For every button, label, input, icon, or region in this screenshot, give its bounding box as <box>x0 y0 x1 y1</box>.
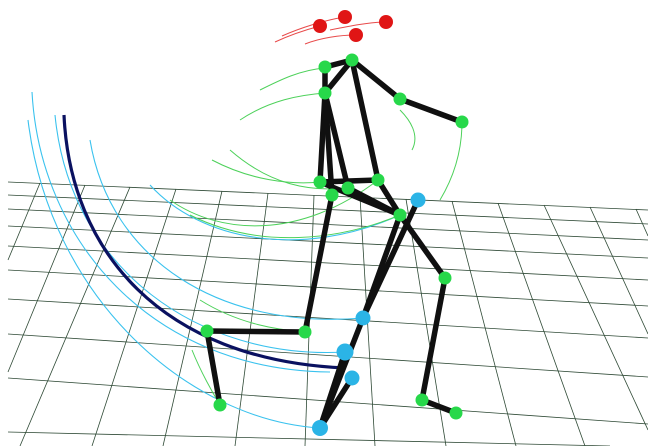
club-marker[interactable] <box>312 420 328 436</box>
grid-line <box>7 333 648 378</box>
head-markers <box>313 10 393 42</box>
joint-marker[interactable] <box>371 173 385 187</box>
joint-marker[interactable] <box>393 208 407 222</box>
body-trail <box>239 92 326 121</box>
joint-marker[interactable] <box>298 325 312 339</box>
joint-marker[interactable] <box>438 271 452 285</box>
joint-marker[interactable] <box>449 406 463 420</box>
grid-line <box>19 186 131 446</box>
bone <box>302 192 335 335</box>
club-marker[interactable] <box>410 192 426 208</box>
body-trail <box>399 109 416 151</box>
grid-line <box>451 200 517 446</box>
joint-marker[interactable] <box>325 188 339 202</box>
bone <box>322 90 351 191</box>
grid-line <box>7 184 86 373</box>
body-trail <box>259 67 326 91</box>
joint-marker[interactable] <box>415 393 429 407</box>
club-trail <box>54 114 346 354</box>
bone <box>419 275 448 403</box>
grid-line <box>543 204 648 431</box>
bone <box>317 349 348 431</box>
grid-line <box>497 202 586 446</box>
bone <box>204 328 223 408</box>
grid-line <box>7 298 648 339</box>
head-trail <box>304 34 357 45</box>
joint-marker[interactable] <box>313 175 327 189</box>
body-trail <box>169 179 379 227</box>
bone <box>204 328 308 335</box>
joint-marker[interactable] <box>318 60 332 74</box>
body-trail <box>211 159 321 184</box>
club-trail <box>31 91 331 373</box>
bone <box>322 90 335 198</box>
body-trail <box>189 214 401 239</box>
bone <box>375 177 403 218</box>
grid-line <box>7 269 648 307</box>
joint-marker[interactable] <box>200 324 214 338</box>
head-trail <box>274 25 321 43</box>
bone <box>322 57 355 96</box>
club-marker[interactable] <box>344 370 360 386</box>
club-trail <box>27 119 321 429</box>
bone <box>349 57 403 102</box>
bone <box>317 177 381 185</box>
skeleton-bones <box>204 57 465 431</box>
grid-line <box>7 431 611 446</box>
head-marker[interactable] <box>313 19 327 33</box>
grid-line <box>91 188 177 446</box>
bone <box>345 185 403 218</box>
joint-marker[interactable] <box>318 86 332 100</box>
head-marker[interactable] <box>349 28 363 42</box>
head-marker[interactable] <box>338 10 352 24</box>
grid-line <box>7 245 648 281</box>
bone <box>397 96 465 125</box>
bone <box>349 57 381 183</box>
club-trail <box>149 184 401 241</box>
bone <box>360 197 421 321</box>
head-marker[interactable] <box>379 15 393 29</box>
body-trail <box>439 121 463 201</box>
joint-marker[interactable] <box>345 53 359 67</box>
joint-marker[interactable] <box>341 181 355 195</box>
grid-line <box>635 208 648 237</box>
club-markers <box>312 192 426 436</box>
joint-marker[interactable] <box>213 398 227 412</box>
joint-marker[interactable] <box>455 115 469 129</box>
grid-line <box>589 206 648 335</box>
joint-marker[interactable] <box>393 92 407 106</box>
grid-line <box>7 225 648 259</box>
grid-line <box>234 192 269 446</box>
club-shaft-trail <box>62 114 346 370</box>
bone <box>317 375 355 431</box>
body-joints <box>200 53 469 420</box>
club-marker[interactable] <box>336 343 354 361</box>
grid-line <box>162 190 223 446</box>
club-marker[interactable] <box>355 310 371 326</box>
grid-line <box>7 182 41 261</box>
